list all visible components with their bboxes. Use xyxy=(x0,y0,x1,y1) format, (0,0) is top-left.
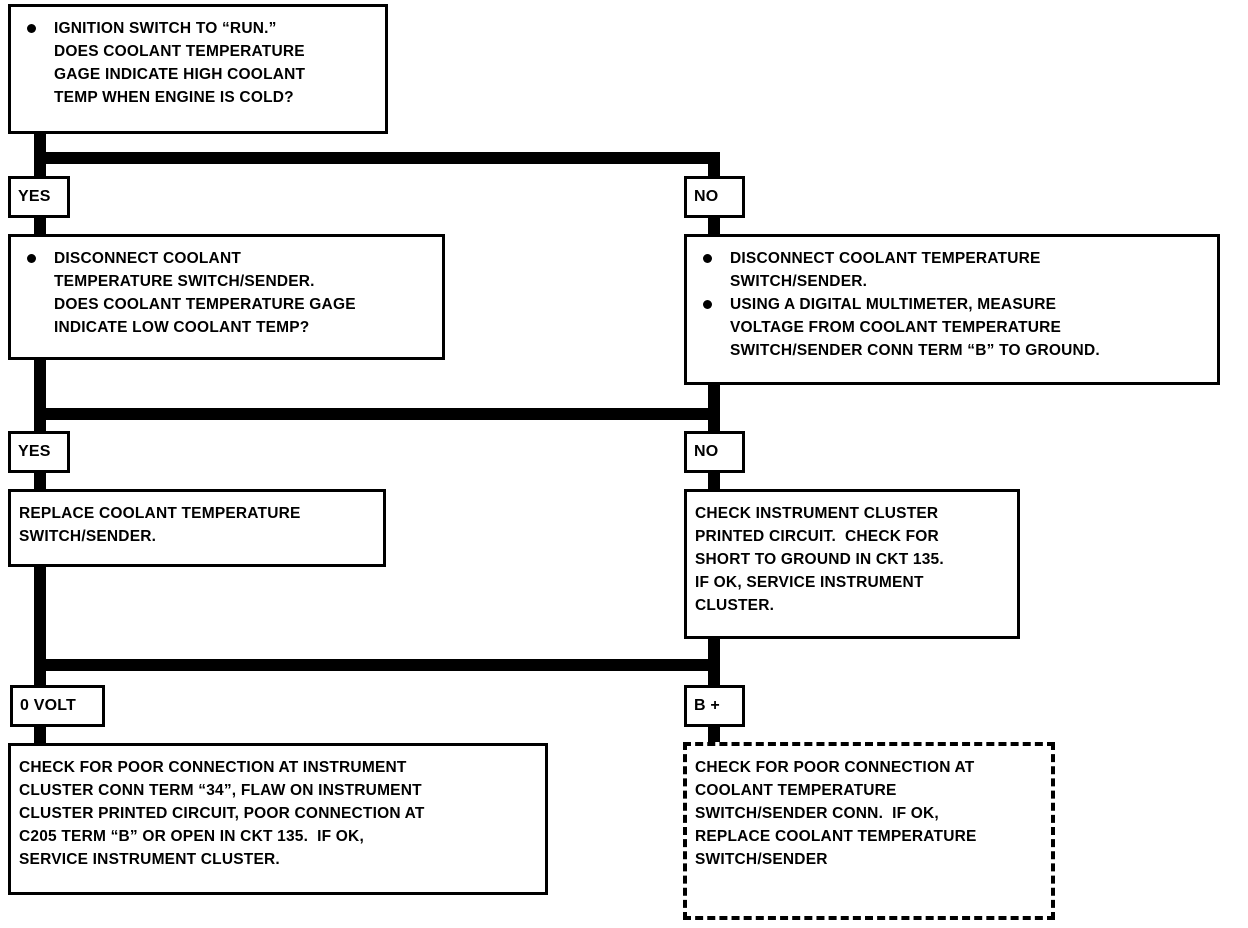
check-instrument-cluster-box: CHECK INSTRUMENT CLUSTER PRINTED CIRCUIT… xyxy=(684,489,1020,639)
check-poor-connection-sender-content: CHECK FOR POOR CONNECTION AT COOLANT TEM… xyxy=(687,746,1051,877)
bullet-point-icon xyxy=(27,24,36,33)
bullet-item: IGNITION SWITCH TO “RUN.” DOES COOLANT T… xyxy=(19,17,377,109)
connector-yes2-to-box xyxy=(34,468,46,494)
text-line: TEMPERATURE SWITCH/SENDER. xyxy=(54,273,315,290)
text-line: CHECK INSTRUMENT CLUSTER xyxy=(695,505,939,522)
branch-label-text: NO xyxy=(694,188,719,205)
connector-left-step1-down xyxy=(34,358,46,420)
connector-no1-to-box xyxy=(708,212,720,240)
text-line: C205 TERM “B” OR OPEN IN CKT 135. IF OK, xyxy=(19,828,364,845)
text-line: INDICATE LOW COOLANT TEMP? xyxy=(54,319,310,336)
text-line: DOES COOLANT TEMPERATURE xyxy=(54,43,305,60)
check-poor-connection-sender-box: CHECK FOR POOR CONNECTION AT COOLANT TEM… xyxy=(683,742,1055,920)
text-line: REPLACE COOLANT TEMPERATURE xyxy=(19,505,301,522)
text-line: DISCONNECT COOLANT TEMPERATURE xyxy=(730,250,1041,267)
connector-branch1-left-down xyxy=(34,152,46,182)
bullet-text: DISCONNECT COOLANT TEMPERATURE SWITCH/SE… xyxy=(730,247,1209,293)
connector-branch1-horizontal xyxy=(34,152,720,164)
text-line: COOLANT TEMPERATURE xyxy=(695,782,897,799)
branch-label-text: NO xyxy=(694,443,719,460)
text-line: SWITCH/SENDER CONN. IF OK, xyxy=(695,805,939,822)
connector-left-step2-down xyxy=(34,565,46,675)
branch-label-b-plus: B + xyxy=(684,685,745,727)
ignition-switch-question-content: IGNITION SWITCH TO “RUN.” DOES COOLANT T… xyxy=(11,7,385,115)
text-line: SHORT TO GROUND IN CKT 135. xyxy=(695,551,944,568)
disconnect-and-measure-right-box: DISCONNECT COOLANT TEMPERATURE SWITCH/SE… xyxy=(684,234,1220,385)
check-poor-connection-cluster-box: CHECK FOR POOR CONNECTION AT INSTRUMENT … xyxy=(8,743,548,895)
branch-label-yes-2: YES xyxy=(8,431,70,473)
text-line: CLUSTER. xyxy=(695,597,775,614)
text-line: SWITCH/SENDER. xyxy=(730,273,868,290)
connector-bplus-to-box xyxy=(708,720,720,748)
check-poor-connection-cluster-content: CHECK FOR POOR CONNECTION AT INSTRUMENT … xyxy=(11,746,545,877)
text-line: SWITCH/SENDER. xyxy=(19,528,157,545)
bullet-text: DISCONNECT COOLANT TEMPERATURE SWITCH/SE… xyxy=(54,247,434,293)
connector-zerovolt-to-box xyxy=(34,720,46,748)
branch-label-no-1: NO xyxy=(684,176,745,218)
replace-switch-sender-content: REPLACE COOLANT TEMPERATURE SWITCH/SENDE… xyxy=(11,492,383,554)
bullet-point-icon xyxy=(703,300,712,309)
text-line: CHECK FOR POOR CONNECTION AT xyxy=(695,759,975,776)
connector-branch3-left-down xyxy=(34,659,46,689)
text-line: CLUSTER PRINTED CIRCUIT, POOR CONNECTION… xyxy=(19,805,425,822)
text-line: CLUSTER CONN TERM “34”, FLAW ON INSTRUME… xyxy=(19,782,422,799)
branch-label-no-2: NO xyxy=(684,431,745,473)
text-line: SERVICE INSTRUMENT CLUSTER. xyxy=(19,851,280,868)
text-line: TEMP WHEN ENGINE IS COLD? xyxy=(54,89,294,106)
branch-label-text: 0 VOLT xyxy=(20,697,77,714)
text-line: IF OK, SERVICE INSTRUMENT xyxy=(695,574,924,591)
bullet-text: IGNITION SWITCH TO “RUN.” DOES COOLANT T… xyxy=(54,17,377,109)
bullet-item: USING A DIGITAL MULTIMETER, MEASURE VOLT… xyxy=(695,293,1209,362)
connector-branch3-horizontal xyxy=(34,659,720,671)
text-line: CHECK FOR POOR CONNECTION AT INSTRUMENT xyxy=(19,759,407,776)
disconnect-switch-left-content: DISCONNECT COOLANT TEMPERATURE SWITCH/SE… xyxy=(11,237,442,345)
bullet-point-icon xyxy=(27,254,36,263)
branch-label-text: YES xyxy=(18,188,51,205)
connector-branch3-right-down xyxy=(708,659,720,689)
connector-yes1-to-box xyxy=(34,212,46,240)
bullet-point-icon xyxy=(703,254,712,263)
branch-label-text: YES xyxy=(18,443,51,460)
connector-branch1-right-down xyxy=(708,152,720,182)
check-instrument-cluster-content: CHECK INSTRUMENT CLUSTER PRINTED CIRCUIT… xyxy=(687,492,1017,623)
branch-label-text: B + xyxy=(694,697,720,714)
text-line: SWITCH/SENDER CONN TERM “B” TO GROUND. xyxy=(730,342,1100,359)
connector-branch2-horizontal xyxy=(34,408,720,420)
text-line: IGNITION SWITCH TO “RUN.” xyxy=(54,20,277,37)
connector-branch2-right-down xyxy=(708,408,720,438)
disconnect-and-measure-right-content: DISCONNECT COOLANT TEMPERATURE SWITCH/SE… xyxy=(687,237,1217,368)
connector-no2-to-box xyxy=(708,468,720,494)
branch-label-zero-volt: 0 VOLT xyxy=(10,685,105,727)
text-line: PRINTED CIRCUIT. CHECK FOR xyxy=(695,528,939,545)
text-line: VOLTAGE FROM COOLANT TEMPERATURE xyxy=(730,319,1062,336)
text-line: DOES COOLANT TEMPERATURE GAGE xyxy=(54,296,356,313)
text-line: GAGE INDICATE HIGH COOLANT xyxy=(54,66,306,83)
branch-label-yes-1: YES xyxy=(8,176,70,218)
text-line: DISCONNECT COOLANT xyxy=(54,250,242,267)
disconnect-switch-left-box: DISCONNECT COOLANT TEMPERATURE SWITCH/SE… xyxy=(8,234,445,360)
text-line: USING A DIGITAL MULTIMETER, MEASURE xyxy=(730,296,1057,313)
connector-branch2-left-down xyxy=(34,408,46,438)
text-line: REPLACE COOLANT TEMPERATURE xyxy=(695,828,977,845)
ignition-switch-question-box: IGNITION SWITCH TO “RUN.” DOES COOLANT T… xyxy=(8,4,388,134)
replace-switch-sender-box: REPLACE COOLANT TEMPERATURE SWITCH/SENDE… xyxy=(8,489,386,567)
bullet-text: USING A DIGITAL MULTIMETER, MEASURE VOLT… xyxy=(730,293,1209,362)
bullet-item: DISCONNECT COOLANT TEMPERATURE SWITCH/SE… xyxy=(695,247,1209,293)
bullet-item: DISCONNECT COOLANT TEMPERATURE SWITCH/SE… xyxy=(19,247,434,293)
text-line: SWITCH/SENDER xyxy=(695,851,828,868)
